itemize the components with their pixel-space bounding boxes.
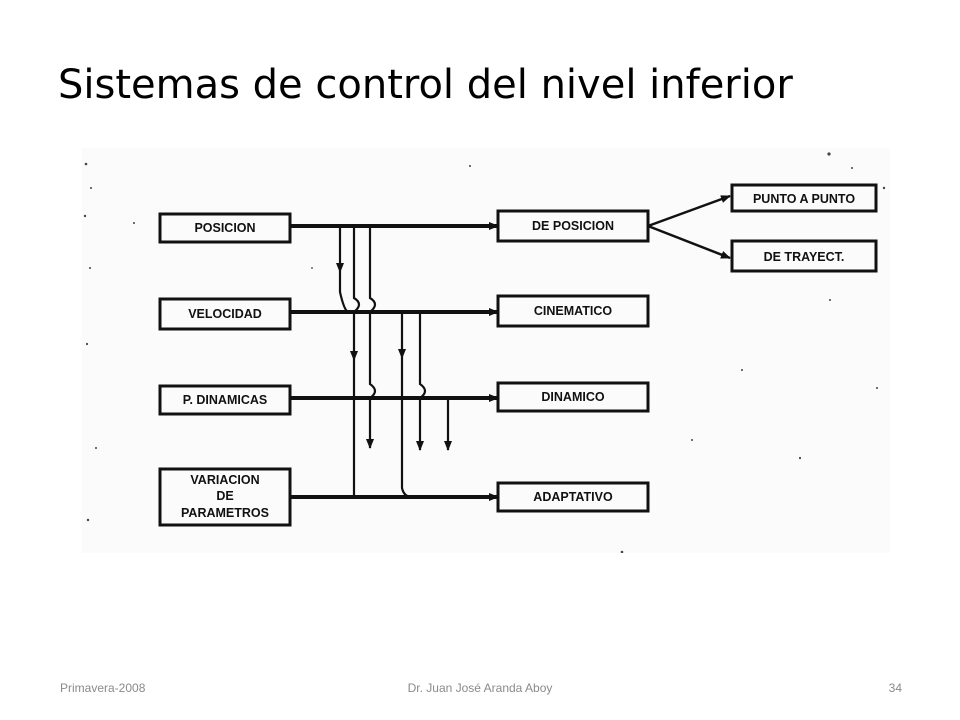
branch-box-trayect [730,239,878,273]
connector-pos-to-din [350,226,361,361]
arrow-to-trayect [647,224,731,260]
output-label-adaptativo: ADAPTATIVO [533,490,613,504]
connector-pos-vel-tail [338,272,349,313]
input-label-variacion-2: DE [216,489,233,503]
branch-box-punto-a-punto [730,183,878,213]
control-diagram: POSICION VELOCIDAD P. DINAMICAS VARIACIO… [82,148,890,553]
branch-label-trayect: DE TRAYECT. [764,250,845,264]
connector-pos-to-var [366,226,377,449]
branch-label-punto-a-punto: PUNTO A PUNTO [753,192,855,206]
vertical-connectors [336,226,452,499]
input-label-velocidad: VELOCIDAD [188,307,262,321]
connector-vel-to-var [416,312,427,451]
footer-term: Primavera-2008 [60,681,146,695]
slide-title: Sistemas de control del nivel inferior [58,62,793,108]
output-label-posicion: DE POSICION [532,219,614,233]
footer-page-number: 34 [888,681,902,695]
output-label-cinematico: CINEMATICO [534,304,613,318]
input-label-posicion: POSICION [194,221,255,235]
input-label-variacion-1: VARIACION [190,473,259,487]
connector-vel-din-tail [400,358,413,499]
footer-author: Dr. Juan José Aranda Aboy [407,681,553,695]
input-label-variacion-3: PARAMETROS [181,506,269,520]
diagram-svg: POSICION VELOCIDAD P. DINAMICAS VARIACIO… [83,152,886,553]
output-label-dinamico: DINAMICO [541,390,604,404]
input-label-dinamicas: P. DINAMICAS [183,393,268,407]
scan-specks [83,152,886,553]
arrow-to-punto-a-punto [647,194,731,228]
